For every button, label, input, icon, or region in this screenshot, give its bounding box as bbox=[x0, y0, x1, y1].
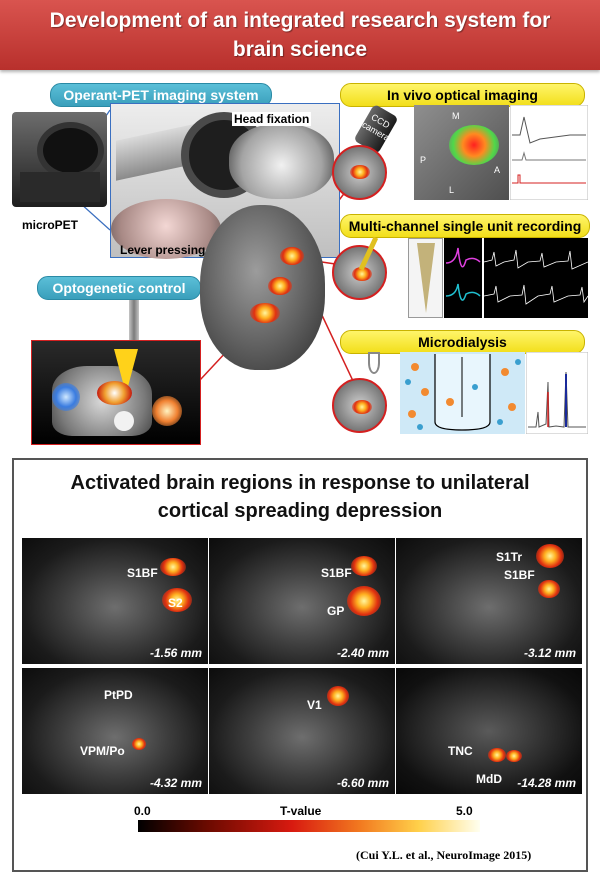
brain-slice-5: V1 -6.60 mm bbox=[209, 668, 395, 794]
brain-slice-1: S1BF S2 -1.56 mm bbox=[22, 538, 208, 664]
microdialysis-probe bbox=[368, 352, 380, 374]
microdialysis-diagram bbox=[400, 352, 525, 434]
slice-5-label-1: V1 bbox=[307, 698, 322, 712]
neuron-orange bbox=[152, 396, 182, 426]
slice-1-label-2: S2 bbox=[168, 596, 183, 610]
brain-slice-2: S1BF GP -2.40 mm bbox=[209, 538, 395, 664]
head-fixation-photo bbox=[229, 124, 334, 199]
slice-3-label-2: S1BF bbox=[504, 568, 535, 582]
slice-3-depth: -3.12 mm bbox=[523, 646, 576, 660]
citation: (Cui Y.L. et al., NeuroImage 2015) bbox=[356, 848, 532, 862]
brain-slice-6: TNC MdD -14.28 mm bbox=[396, 668, 582, 794]
pill-in-vivo: In vivo optical imaging bbox=[340, 83, 585, 107]
optogenetic-panel bbox=[31, 340, 201, 445]
optical-image: M P L A bbox=[414, 105, 509, 200]
slice-2-depth: -2.40 mm bbox=[336, 646, 389, 660]
title-line-2: brain science bbox=[232, 38, 368, 61]
optic-fiber bbox=[129, 300, 139, 348]
slice-5-depth: -6.60 mm bbox=[336, 776, 389, 790]
spike-waveforms bbox=[444, 238, 482, 318]
results-title-line-1: Activated brain regions in response to u… bbox=[70, 472, 530, 494]
pill-multichannel: Multi-channel single unit recording bbox=[340, 214, 590, 238]
slice-6-depth: -14.28 mm bbox=[517, 776, 576, 790]
microdialysis-circle bbox=[332, 378, 387, 433]
brain-slice-3: S1Tr S1BF -3.12 mm bbox=[396, 538, 582, 664]
colorbar-min: 0.0 bbox=[134, 804, 151, 818]
optical-trace bbox=[510, 105, 588, 200]
header-banner: Development of an integrated research sy… bbox=[0, 0, 600, 70]
brain-slice-4: PtPD VPM/Po -4.32 mm bbox=[22, 668, 208, 794]
spike-trains bbox=[484, 238, 588, 318]
optical-circle bbox=[332, 145, 387, 200]
chromatogram bbox=[526, 352, 588, 434]
lever-pressing-photo bbox=[111, 199, 221, 259]
brain-hotspot-3 bbox=[250, 303, 280, 323]
brain-render bbox=[200, 205, 325, 370]
slice-3-label-1: S1Tr bbox=[496, 550, 523, 564]
brain-hotspot-1 bbox=[280, 247, 304, 265]
probe-image bbox=[408, 238, 443, 318]
slice-4-label-2: VPM/Po bbox=[80, 744, 125, 758]
slice-4-label-1: PtPD bbox=[104, 688, 133, 702]
slice-1-depth: -1.56 mm bbox=[149, 646, 202, 660]
colorbar bbox=[138, 820, 480, 832]
slice-6-label-1: TNC bbox=[448, 744, 473, 758]
slice-2-label-1: S1BF bbox=[321, 566, 352, 580]
brain-hotspot-2 bbox=[268, 277, 292, 295]
micropet-caption: microPET bbox=[22, 218, 79, 232]
micropet-scanner-image bbox=[12, 112, 107, 207]
slice-4-depth: -4.32 mm bbox=[149, 776, 202, 790]
label-l: L bbox=[449, 185, 455, 195]
neuron-blue bbox=[52, 383, 80, 411]
head-fixation-caption: Head fixation bbox=[232, 112, 312, 126]
pill-optogenetic: Optogenetic control bbox=[37, 276, 201, 300]
slice-6-label-2: MdD bbox=[476, 772, 502, 786]
results-panel: Activated brain regions in response to u… bbox=[12, 458, 588, 872]
results-title-line-2: cortical spreading depression bbox=[157, 500, 443, 522]
slice-2-label-2: GP bbox=[327, 604, 345, 618]
label-m: M bbox=[452, 111, 460, 121]
lever-pressing-caption: Lever pressing bbox=[120, 243, 206, 257]
label-p: P bbox=[420, 155, 427, 165]
pill-microdialysis: Microdialysis bbox=[340, 330, 585, 354]
title-line-1: Development of an integrated research sy… bbox=[49, 9, 551, 32]
colorbar-max: 5.0 bbox=[456, 804, 473, 818]
slice-1-label-1: S1BF bbox=[127, 566, 158, 580]
recording-circle bbox=[332, 245, 387, 300]
label-a: A bbox=[494, 165, 501, 175]
colorbar-title: T-value bbox=[280, 804, 322, 818]
